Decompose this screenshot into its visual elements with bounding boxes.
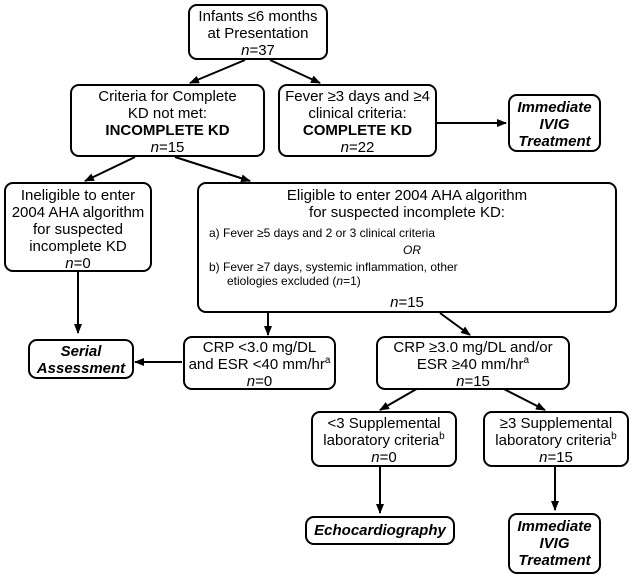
root-line1: Infants ≤6 months bbox=[198, 8, 318, 25]
ivig-top-line3: Treatment bbox=[518, 133, 591, 150]
n-value: =15 bbox=[547, 449, 573, 466]
n-value: =0 bbox=[73, 255, 91, 272]
eligible-box: Eligible to enter 2004 AHA algorithm for… bbox=[197, 182, 617, 313]
eligible-line2: for suspected incomplete KD: bbox=[309, 204, 505, 221]
crp-low-line1: CRP <3.0 mg/DL bbox=[202, 339, 317, 356]
n-value: =15 bbox=[464, 373, 490, 390]
serial-line2: Assessment bbox=[36, 360, 126, 377]
supp-low-box: <3 Supplemental laboratory criteriab n=0 bbox=[311, 411, 457, 467]
complete-line1: Fever ≥3 days and ≥4 bbox=[285, 88, 430, 105]
ineligible-line4: incomplete KD bbox=[29, 238, 127, 255]
crp-low-box: CRP <3.0 mg/DL and ESR <40 mm/hra n=0 bbox=[183, 336, 336, 390]
supp-low-line2: laboratory criteria bbox=[323, 432, 440, 449]
n-label: n bbox=[336, 274, 344, 288]
n-value: =0 bbox=[379, 449, 397, 466]
n-value: =22 bbox=[348, 139, 375, 156]
n-value: =37 bbox=[249, 42, 275, 59]
footnote-b: b bbox=[611, 431, 617, 442]
ivig-top-box: Immediate IVIG Treatment bbox=[508, 94, 601, 152]
n-label: n bbox=[340, 139, 349, 156]
supp-high-line1: ≥3 Supplemental bbox=[499, 415, 613, 432]
crp-high-box: CRP ≥3.0 mg/DL and/or ESR ≥40 mm/hra n=1… bbox=[376, 336, 570, 390]
arrow-crp-high-to-supp-high bbox=[499, 386, 546, 411]
ivig-bottom-line3: Treatment bbox=[518, 552, 591, 569]
footnote-a: a bbox=[523, 355, 530, 366]
ivig-top-line1: Immediate bbox=[517, 99, 592, 116]
n-value: =15 bbox=[398, 294, 424, 311]
crp-low-line2: and ESR <40 mm/hr bbox=[188, 356, 325, 373]
ineligible-box: Ineligible to enter 2004 AHA algorithm f… bbox=[4, 182, 152, 272]
arrow-incomplete-to-ineligible bbox=[84, 156, 136, 182]
footnote-a: a bbox=[324, 355, 331, 366]
echocardiography-box: Echocardiography bbox=[305, 516, 455, 545]
eligible-or: OR bbox=[403, 243, 421, 257]
n-label: n bbox=[371, 449, 380, 466]
crp-high-line1: CRP ≥3.0 mg/DL and/or bbox=[393, 339, 553, 356]
n-label: n bbox=[390, 294, 399, 311]
n-value: =0 bbox=[255, 373, 273, 390]
supp-low-line1: <3 Supplemental bbox=[327, 415, 441, 432]
arrow-crp-high-to-supp-low bbox=[379, 386, 421, 411]
n-label: n bbox=[456, 373, 465, 390]
ineligible-line3: for suspected bbox=[32, 221, 124, 238]
n-label: n bbox=[65, 255, 74, 272]
eligible-option-b-line1: b) Fever ≥7 days, systemic inflammation,… bbox=[209, 260, 458, 274]
crp-high-line2: ESR ≥40 mm/hr bbox=[416, 356, 524, 373]
arrow-incomplete-to-eligible bbox=[174, 156, 251, 183]
root-box: Infants ≤6 months at Presentation n=37 bbox=[188, 4, 328, 60]
ivig-bottom-line2: IVIG bbox=[539, 535, 570, 552]
incomplete-kd-box: Criteria for Complete KD not met: INCOMP… bbox=[70, 84, 265, 157]
ineligible-line2: 2004 AHA algorithm bbox=[11, 204, 145, 221]
incomplete-kd-label: INCOMPLETE KD bbox=[105, 122, 230, 139]
eligible-options: a) Fever ≥5 days and 2 or 3 clinical cri… bbox=[199, 226, 615, 288]
n-label: n bbox=[539, 449, 548, 466]
arrow-root-to-incomplete bbox=[189, 59, 246, 84]
n-label: n bbox=[150, 139, 159, 156]
eligible-line1: Eligible to enter 2004 AHA algorithm bbox=[286, 187, 528, 204]
n-label: n bbox=[241, 42, 250, 59]
eligible-option-b-end: =1) bbox=[343, 274, 361, 288]
root-line2: at Presentation bbox=[207, 25, 309, 42]
complete-line2: clinical criteria: bbox=[308, 105, 407, 122]
serial-assessment-box: Serial Assessment bbox=[28, 339, 134, 379]
echo-line1: Echocardiography bbox=[314, 522, 446, 539]
arrow-eligible-to-crp-high bbox=[439, 312, 471, 336]
ivig-bottom-line1: Immediate bbox=[517, 518, 592, 535]
ivig-top-line2: IVIG bbox=[539, 116, 570, 133]
complete-kd-box: Fever ≥3 days and ≥4 clinical criteria: … bbox=[278, 84, 437, 157]
incomplete-line2: KD not met: bbox=[127, 105, 208, 122]
supp-high-box: ≥3 Supplemental laboratory criteriab n=1… bbox=[483, 411, 629, 467]
ineligible-line1: Ineligible to enter bbox=[20, 187, 136, 204]
serial-line1: Serial bbox=[60, 343, 102, 360]
n-value: =15 bbox=[158, 139, 185, 156]
ivig-bottom-box: Immediate IVIG Treatment bbox=[508, 513, 601, 574]
eligible-option-a: a) Fever ≥5 days and 2 or 3 clinical cri… bbox=[209, 226, 436, 240]
footnote-b: b bbox=[439, 431, 445, 442]
arrow-root-to-complete bbox=[269, 59, 321, 84]
eligible-option-b-line2: etiologies excluded ( bbox=[227, 274, 337, 288]
supp-high-line2: laboratory criteria bbox=[495, 432, 612, 449]
complete-kd-label: COMPLETE KD bbox=[302, 122, 413, 139]
incomplete-line1: Criteria for Complete bbox=[98, 88, 237, 105]
n-label: n bbox=[246, 373, 256, 390]
